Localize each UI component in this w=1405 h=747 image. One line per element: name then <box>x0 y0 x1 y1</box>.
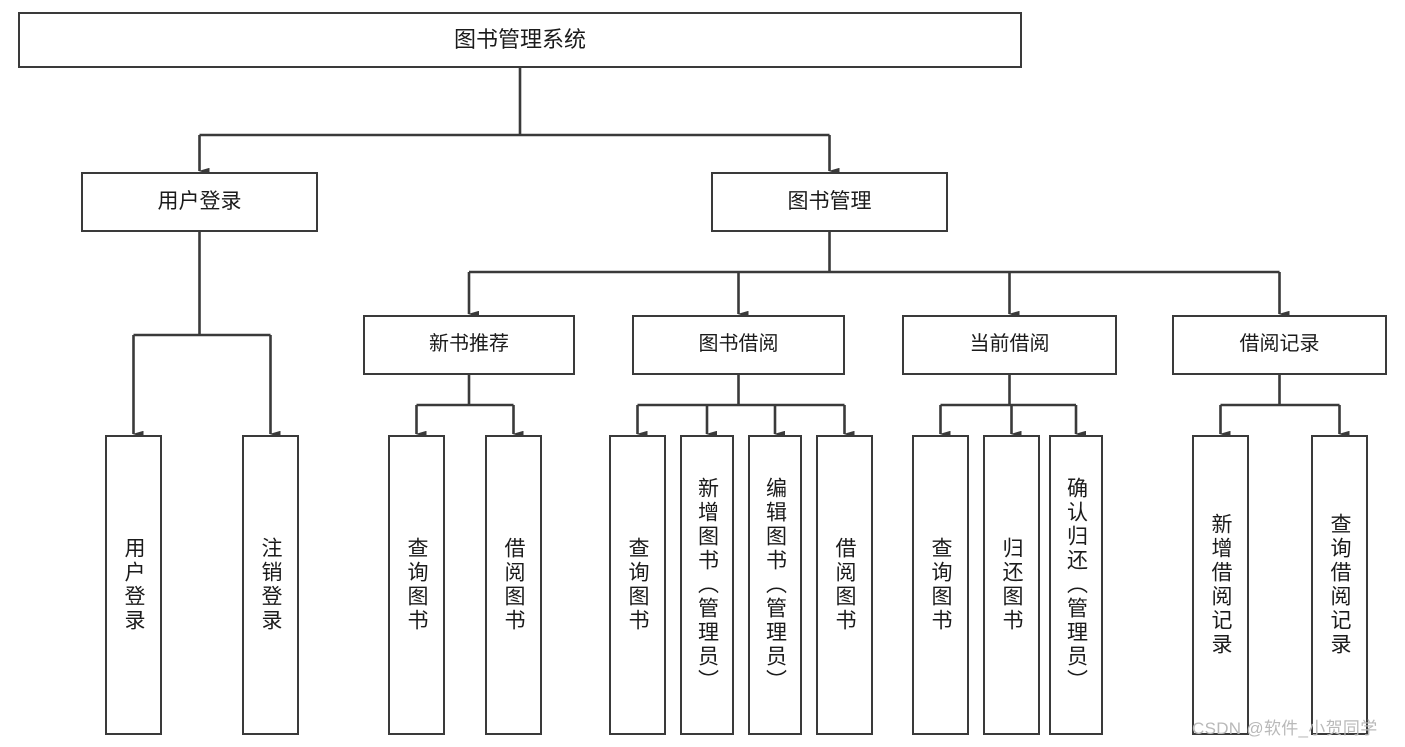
node-label: 确认归还（管理员） <box>1064 477 1088 693</box>
node-new-book-recommend[interactable]: 新书推荐 <box>363 315 575 375</box>
node-label: 查询图书 <box>405 537 428 633</box>
node-leaf-confirm-return[interactable]: 确认归还（管理员） <box>1049 435 1103 735</box>
node-book-borrow[interactable]: 图书借阅 <box>632 315 845 375</box>
node-label: 查询借阅记录 <box>1328 513 1351 657</box>
node-label: 编辑图书（管理员） <box>763 477 787 693</box>
node-leaf-borrow-book-2[interactable]: 借阅图书 <box>816 435 873 735</box>
node-leaf-add-record[interactable]: 新增借阅记录 <box>1192 435 1249 735</box>
node-leaf-query-record[interactable]: 查询借阅记录 <box>1311 435 1368 735</box>
node-label: 图书借阅 <box>698 333 779 356</box>
node-label: 新增图书（管理员） <box>695 477 719 693</box>
node-current-borrow[interactable]: 当前借阅 <box>902 315 1117 375</box>
node-label: 新增借阅记录 <box>1209 513 1232 657</box>
node-label: 借阅记录 <box>1239 333 1320 356</box>
node-label: 借阅图书 <box>833 537 856 633</box>
node-label: 当前借阅 <box>969 333 1050 356</box>
node-leaf-query-book-1[interactable]: 查询图书 <box>388 435 445 735</box>
node-leaf-borrow-book-1[interactable]: 借阅图书 <box>485 435 542 735</box>
watermark-text: CSDN @软件_小贺同学 <box>1192 719 1378 738</box>
node-leaf-user-login[interactable]: 用户登录 <box>105 435 162 735</box>
node-user-login[interactable]: 用户登录 <box>81 172 318 232</box>
node-borrow-record[interactable]: 借阅记录 <box>1172 315 1387 375</box>
node-label: 新书推荐 <box>429 333 509 356</box>
node-leaf-query-book-2[interactable]: 查询图书 <box>609 435 666 735</box>
node-leaf-return-book[interactable]: 归还图书 <box>983 435 1040 735</box>
node-label: 归还图书 <box>1000 537 1023 633</box>
node-label: 图书管理系统 <box>453 27 586 53</box>
node-label: 用户登录 <box>122 537 145 633</box>
node-label: 用户登录 <box>157 189 242 213</box>
node-root[interactable]: 图书管理系统 <box>18 12 1022 68</box>
node-book-manage[interactable]: 图书管理 <box>711 172 948 232</box>
node-label: 借阅图书 <box>502 537 525 633</box>
node-leaf-query-book-3[interactable]: 查询图书 <box>912 435 969 735</box>
node-leaf-logout-login[interactable]: 注销登录 <box>242 435 299 735</box>
node-leaf-edit-book[interactable]: 编辑图书（管理员） <box>748 435 802 735</box>
node-leaf-add-book[interactable]: 新增图书（管理员） <box>680 435 734 735</box>
node-label: 查询图书 <box>626 537 649 633</box>
node-label: 查询图书 <box>929 537 952 633</box>
node-label: 注销登录 <box>259 537 282 633</box>
node-label: 图书管理 <box>787 189 872 213</box>
